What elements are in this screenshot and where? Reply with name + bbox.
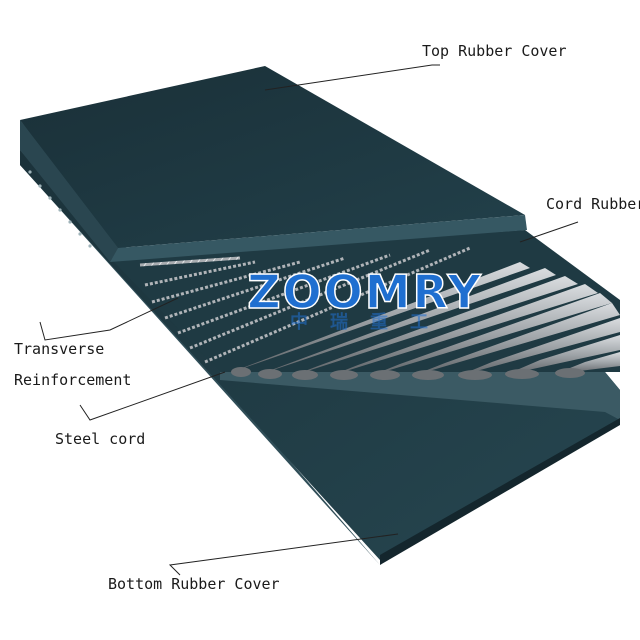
label-top-rubber-cover: Top Rubber Cover bbox=[422, 42, 567, 60]
label-cord-rubber: Cord Rubber bbox=[546, 195, 640, 213]
label-steel-cord: Steel cord bbox=[55, 430, 145, 448]
label-reinforcement: Reinforcement bbox=[14, 371, 131, 389]
label-bottom-rubber-cover: Bottom Rubber Cover bbox=[108, 575, 280, 593]
watermark-brand: ZOOMRY bbox=[247, 265, 483, 319]
watermark-subtitle: 中瑞重工 bbox=[290, 311, 450, 333]
label-transverse: Transverse bbox=[14, 340, 104, 358]
